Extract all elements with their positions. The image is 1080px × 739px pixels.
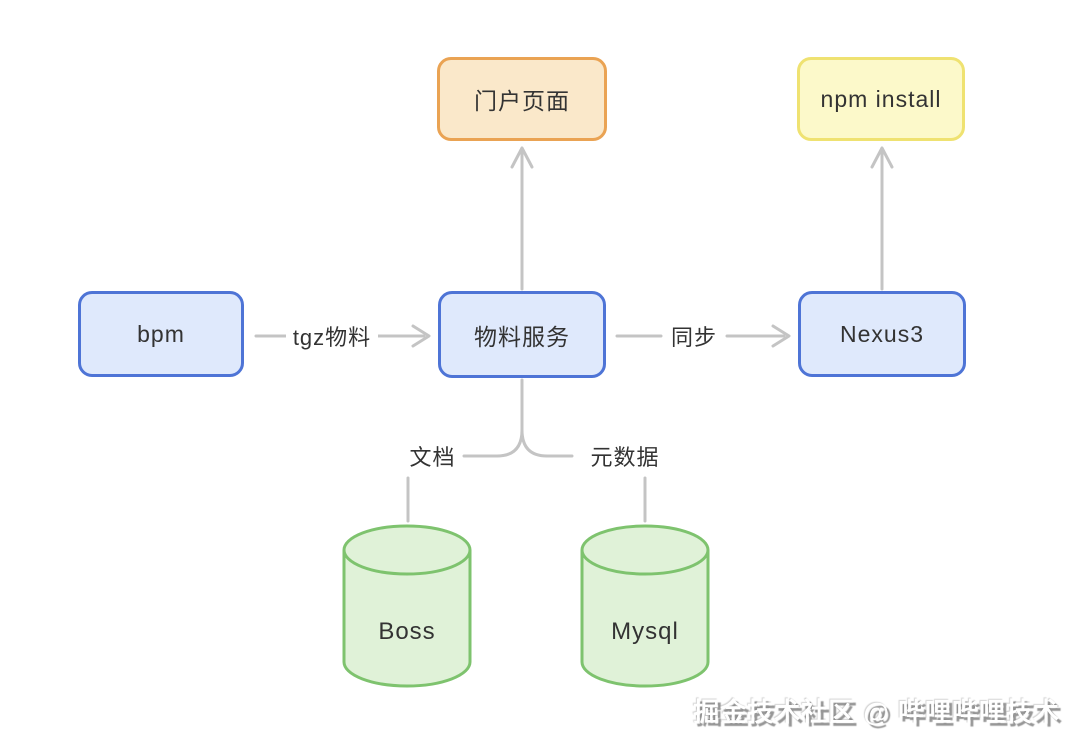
arrowhead-up-icon (510, 146, 534, 169)
node-boss-db: Boss (341, 523, 473, 689)
edge-label-docs: 文档 (405, 441, 460, 471)
node-material-service: 物料服务 (438, 291, 606, 378)
node-mysql-db: Mysql (579, 523, 711, 689)
edge-label-sync: 同步 (665, 321, 723, 351)
node-npm-install-label: npm install (820, 85, 942, 112)
edge-label-metadata: 元数据 (584, 441, 666, 471)
node-nexus3-label: Nexus3 (840, 320, 924, 347)
arrowhead-right-icon (411, 324, 431, 348)
node-bpm: bpm (78, 291, 244, 377)
node-portal-page: 门户页面 (437, 57, 607, 141)
arrowhead-up-icon (870, 146, 894, 169)
watermark-text: 掘金技术社区 @ 哔哩哔哩技术 (693, 697, 1060, 727)
cylinder-icon (580, 524, 710, 688)
arrowhead-right-icon (771, 324, 791, 348)
node-boss-db-label: Boss (378, 618, 436, 645)
node-portal-page-label: 门户页面 (474, 88, 570, 114)
node-nexus3: Nexus3 (798, 291, 966, 377)
edge-nexus3-to-npm-install (870, 146, 894, 291)
node-bpm-label: bpm (137, 320, 185, 347)
node-mysql-db-label: Mysql (611, 618, 679, 645)
edge-label-tgz-material: tgz物料 (286, 321, 378, 351)
node-npm-install: npm install (797, 57, 965, 141)
cylinder-icon (342, 524, 472, 688)
edge-material-service-to-portal (510, 146, 534, 291)
node-material-service-label: 物料服务 (474, 323, 570, 350)
